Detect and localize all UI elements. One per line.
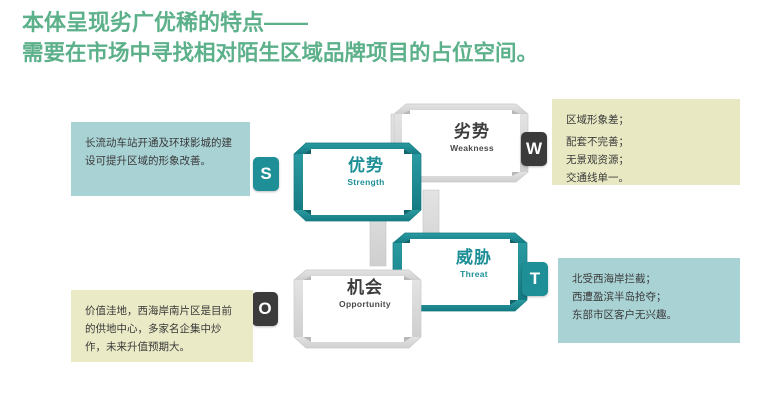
page-title-line-1: 本体呈现劣广优稀的特点—— [22,10,309,35]
note-threat-line-1: 北受西海岸拦截； [572,273,656,285]
note-weakness-line-3: 无景观资源； [566,154,629,166]
note-opportunity: 价值洼地，西海岸南片区是目前的供地中心，多家名企集中炒作，未来升值预期大。 [71,290,253,362]
note-threat: 北受西海岸拦截； 西遭盈滨半岛抢夺； 东部市区客户无兴趣。 [558,258,740,343]
note-threat-line-3: 东部市区客户无兴趣。 [572,309,677,321]
note-opportunity-text: 价值洼地，西海岸南片区是目前的供地中心，多家名企集中炒作，未来升值预期大。 [85,305,232,353]
note-weakness-line-1: 区域形象差； [566,114,629,126]
note-strength: 长流动车站开通及环球影城的建设可提升区域的形象改善。 [71,122,250,196]
piece-strength-frame [293,142,422,222]
swot-diagram: 优势 Strength 劣势 Weakness 机会 Opportunity 威… [290,100,535,360]
note-weakness-line-2: 配套不完善； [566,136,629,148]
badge-weakness: W [521,132,547,166]
note-weakness: 区域形象差； 配套不完善； 无景观资源； 交通线单一。 [552,99,740,185]
page-title: 本体呈现劣广优稀的特点—— 需要在市场中寻找相对陌生区域品牌项目的占位空间。 [22,8,748,68]
badge-opportunity: O [252,292,278,326]
badge-threat: T [522,262,548,296]
piece-opportunity-frame [293,269,422,349]
badge-strength: S [253,157,279,191]
note-threat-line-2: 西遭盈滨半岛抢夺； [572,291,667,303]
page-title-line-2: 需要在市场中寻找相对陌生区域品牌项目的占位空间。 [22,41,539,65]
note-strength-text: 长流动车站开通及环球影城的建设可提升区域的形象改善。 [85,137,232,167]
note-weakness-line-4: 交通线单一。 [566,172,629,184]
